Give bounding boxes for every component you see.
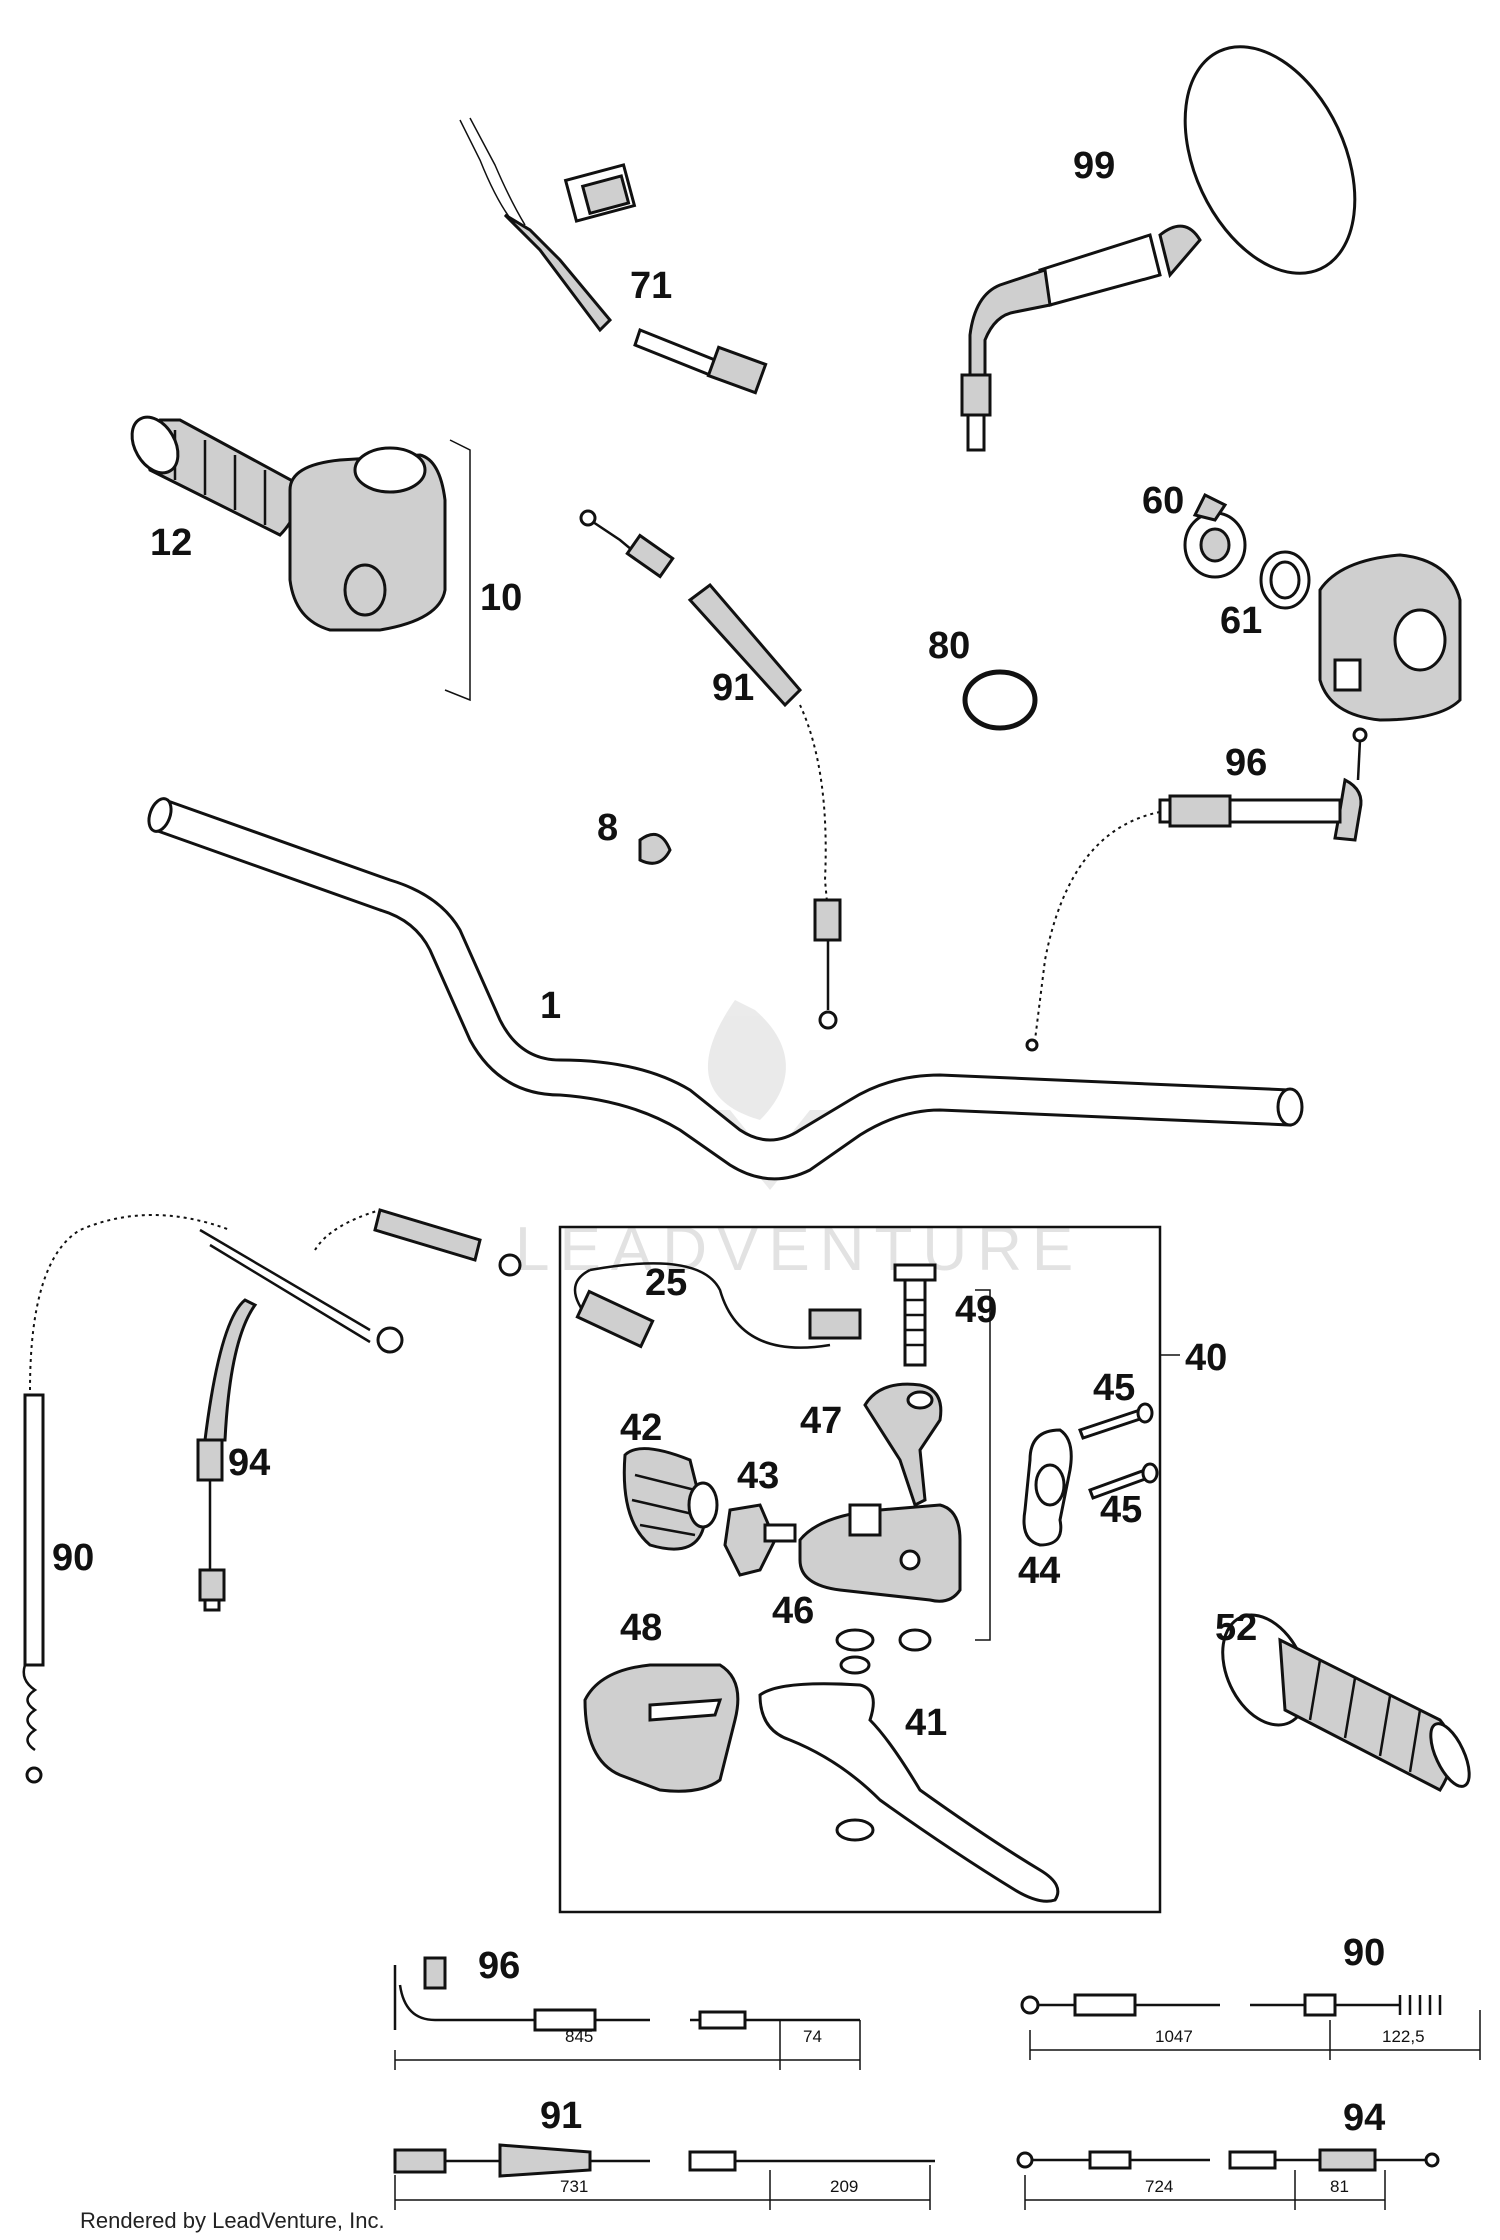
part-71-kill-switch[interactable] <box>459 117 768 395</box>
part-44-clamp[interactable] <box>1022 1428 1073 1547</box>
callout-25: 25 <box>645 1262 687 1304</box>
part-52-grip[interactable] <box>1206 1601 1477 1792</box>
part-25-clutch-switch[interactable] <box>573 1262 862 1349</box>
callout-80: 80 <box>928 625 970 667</box>
dim-96-b: 74 <box>803 2027 822 2046</box>
callout-48: 48 <box>620 1607 662 1649</box>
dim-drawing-90 <box>1020 1993 1481 2060</box>
part-8-clip[interactable] <box>638 832 672 865</box>
callout-91: 91 <box>712 667 754 709</box>
callout-90: 90 <box>52 1537 94 1579</box>
dim-label-91: 91 <box>540 2095 582 2137</box>
dim-label-90: 90 <box>1343 1932 1385 1974</box>
dim-91-a: 731 <box>560 2177 588 2196</box>
part-61-washer[interactable] <box>1259 550 1311 610</box>
callout-61: 61 <box>1220 600 1262 642</box>
part-47-adjuster-lever[interactable] <box>863 1382 943 1508</box>
callout-94: 94 <box>228 1442 270 1484</box>
callout-45-upper: 45 <box>1093 1367 1135 1409</box>
dim-96-a: 845 <box>565 2027 593 2046</box>
footer-credit: Rendered by LeadVenture, Inc. <box>80 2208 385 2233</box>
dim-90-b: 122,5 <box>1382 2027 1425 2046</box>
part-45-screw-upper[interactable] <box>1078 1402 1154 1440</box>
part-61-throttle-body[interactable] <box>1318 553 1462 722</box>
part-60-cable-guide[interactable] <box>1183 492 1247 579</box>
callout-44: 44 <box>1018 1550 1060 1592</box>
dim-label-94: 94 <box>1343 2097 1385 2139</box>
part-99-mirror[interactable] <box>960 20 1389 452</box>
part-46-clutch-master-body[interactable] <box>798 1503 962 1603</box>
dim-90-a: 1047 <box>1155 2027 1193 2046</box>
part-42-dust-boot[interactable] <box>622 1447 719 1551</box>
part-40-clutch-assembly-box <box>558 1225 1180 1914</box>
part-washer-set[interactable] <box>835 1628 932 1842</box>
part-90-clutch-cable[interactable] <box>22 1214 404 1784</box>
callout-42: 42 <box>620 1407 662 1449</box>
callout-47: 47 <box>800 1400 842 1442</box>
callout-12: 12 <box>150 522 192 564</box>
part-41-clutch-lever[interactable] <box>758 1682 1060 1903</box>
part-94-choke-cable[interactable] <box>196 1208 522 1612</box>
callout-49: 49 <box>955 1289 997 1331</box>
callout-46: 46 <box>772 1590 814 1632</box>
callout-10: 10 <box>480 577 522 619</box>
part-12-throttle-grip[interactable] <box>123 409 302 537</box>
callout-60: 60 <box>1142 480 1184 522</box>
part-10-throttle-housing[interactable] <box>288 439 471 702</box>
part-45-screw-lower[interactable] <box>1088 1462 1159 1500</box>
callout-43: 43 <box>737 1455 779 1497</box>
dim-drawing-91 <box>393 2143 935 2210</box>
part-91-throttle-cable[interactable] <box>579 509 842 1030</box>
dim-94-b: 81 <box>1330 2177 1349 2196</box>
dim-label-96: 96 <box>478 1945 520 1987</box>
callout-45-lower: 45 <box>1100 1489 1142 1531</box>
dim-94-a: 724 <box>1145 2177 1173 2196</box>
part-48-lever-cover[interactable] <box>583 1663 740 1793</box>
callout-52: 52 <box>1215 1607 1257 1649</box>
callout-40: 40 <box>1185 1337 1227 1379</box>
watermark-text: LEADVENTURE <box>515 1215 1083 1284</box>
part-96-throttle-return-cable[interactable] <box>1025 727 1368 1052</box>
part-1-handlebar[interactable] <box>145 796 1304 1181</box>
callout-71: 71 <box>630 265 672 307</box>
part-80-clamp-ring[interactable] <box>962 669 1038 731</box>
callout-99: 99 <box>1073 145 1115 187</box>
part-49-screw[interactable] <box>893 1263 991 1641</box>
callout-96: 96 <box>1225 742 1267 784</box>
callout-1: 1 <box>540 985 561 1027</box>
callout-8: 8 <box>597 807 618 849</box>
dim-drawing-94 <box>1016 2148 1440 2210</box>
callout-41: 41 <box>905 1702 947 1744</box>
dim-drawing-96 <box>393 1956 861 2070</box>
dim-91-b: 209 <box>830 2177 858 2196</box>
part-43-adjuster-knob[interactable] <box>723 1503 797 1577</box>
